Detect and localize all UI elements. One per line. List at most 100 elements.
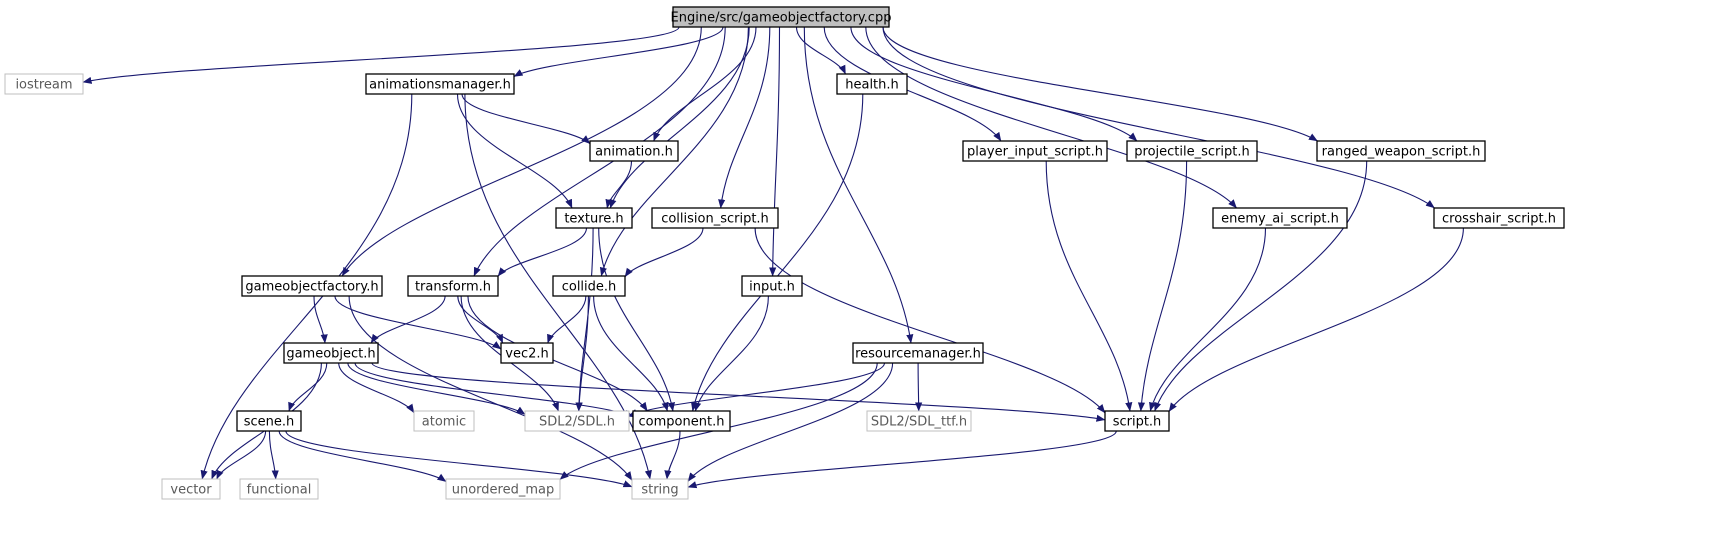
node-label: gameobject.h xyxy=(286,347,375,362)
node-box xyxy=(1433,207,1565,229)
node-root[interactable]: Engine/src/gameobjectfactory.cpp xyxy=(671,6,892,28)
edge-transform-to-vec2 xyxy=(457,295,504,344)
node-animationsmanager[interactable]: animationsmanager.h xyxy=(365,73,515,95)
edge-crosshair_script-to-script xyxy=(1168,227,1464,412)
node-label: iostream xyxy=(15,78,72,93)
edge-root-to-input xyxy=(769,26,781,277)
node-scene[interactable]: scene.h xyxy=(236,410,302,432)
node-input[interactable]: input.h xyxy=(741,275,803,297)
edge-root-to-texture xyxy=(609,26,750,209)
node-label: resourcemanager.h xyxy=(855,347,981,362)
node-label: input.h xyxy=(749,280,795,295)
node-box xyxy=(672,6,890,28)
node-label: gameobjectfactory.h xyxy=(245,280,378,295)
node-label: enemy_ai_script.h xyxy=(1221,212,1339,227)
node-projectile-script[interactable]: projectile_script.h xyxy=(1126,140,1258,162)
node-resourcemanager[interactable]: resourcemanager.h xyxy=(852,342,984,364)
edge-projectile_script-to-script xyxy=(1137,160,1188,412)
node-label: vector xyxy=(170,483,212,498)
node-box xyxy=(589,140,679,162)
node-label: collide.h xyxy=(562,280,617,295)
node-label: string xyxy=(641,483,678,498)
node-label: animation.h xyxy=(595,145,673,160)
edge-root-to-health xyxy=(795,26,847,75)
node-component[interactable]: component.h xyxy=(632,410,731,432)
node-script[interactable]: script.h xyxy=(1104,410,1170,432)
node-label: atomic xyxy=(422,415,466,430)
node-box xyxy=(4,73,84,95)
node-health[interactable]: health.h xyxy=(836,73,908,95)
node-box xyxy=(283,342,379,364)
edge-animation-to-texture xyxy=(605,160,633,209)
edge-root-to-ranged_weapon_script xyxy=(882,26,1318,142)
edge-root-to-gameobjectfactory_h xyxy=(341,26,702,277)
edge-gameobjectfactory_h-to-vec2 xyxy=(334,295,502,350)
edge-animationsmanager-to-string xyxy=(464,93,652,480)
node-texture[interactable]: texture.h xyxy=(555,207,633,229)
edge-root-to-animation xyxy=(653,26,757,142)
edge-input-to-component xyxy=(694,295,769,412)
node-label: crosshair_script.h xyxy=(1442,212,1556,227)
node-iostream: iostream xyxy=(4,73,84,95)
edge-resourcemanager-to-unordered_map xyxy=(559,362,878,480)
node-box xyxy=(632,410,731,432)
edge-transform-to-gameobject xyxy=(370,295,446,344)
node-label: vec2.h xyxy=(505,347,548,362)
node-label: health.h xyxy=(845,78,899,93)
node-label: player_input_script.h xyxy=(967,145,1103,160)
edge-root-to-collide xyxy=(599,26,749,277)
node-string: string xyxy=(631,478,689,500)
node-label: texture.h xyxy=(564,212,623,227)
edge-enemy_ai_script-to-script xyxy=(1149,227,1267,412)
edge-root-to-projectile_script xyxy=(850,26,1138,142)
edge-gameobject-to-component xyxy=(354,362,634,418)
node-collide[interactable]: collide.h xyxy=(552,275,626,297)
node-label: functional xyxy=(247,483,312,498)
edge-animationsmanager-to-texture xyxy=(456,93,573,209)
node-gameobjectfactory-h[interactable]: gameobjectfactory.h xyxy=(241,275,383,297)
edge-texture-to-component xyxy=(598,227,675,412)
node-box xyxy=(836,73,908,95)
node-box xyxy=(1104,410,1170,432)
edge-animationsmanager-to-vector xyxy=(200,93,413,480)
node-box xyxy=(161,478,221,500)
node-box xyxy=(365,73,515,95)
edge-root-to-animationsmanager xyxy=(513,26,724,77)
node-player-input-script[interactable]: player_input_script.h xyxy=(962,140,1108,162)
node-vec2[interactable]: vec2.h xyxy=(500,342,554,364)
edge-scene-to-unordered_map xyxy=(278,430,447,483)
node-box xyxy=(1316,140,1486,162)
node-box xyxy=(555,207,633,229)
node-enemy-ai-script[interactable]: enemy_ai_script.h xyxy=(1212,207,1348,229)
node-box xyxy=(407,275,499,297)
edge-collide-to-component xyxy=(593,295,669,412)
node-box xyxy=(1212,207,1348,229)
node-box xyxy=(413,410,475,432)
node-vector: vector xyxy=(161,478,221,500)
node-ranged-weapon-script[interactable]: ranged_weapon_script.h xyxy=(1316,140,1486,162)
edge-root-to-resourcemanager xyxy=(803,26,914,344)
node-animation[interactable]: animation.h xyxy=(589,140,679,162)
node-transform[interactable]: transform.h xyxy=(407,275,499,297)
edge-texture-to-transform xyxy=(497,227,588,277)
node-label: animationsmanager.h xyxy=(369,78,511,93)
edge-collision_script-to-script xyxy=(754,227,1106,414)
edge-gameobject-to-scene xyxy=(288,362,328,412)
node-collision-script[interactable]: collision_script.h xyxy=(651,207,779,229)
node-gameobject[interactable]: gameobject.h xyxy=(283,342,379,364)
node-sdl-ttf: SDL2/SDL_ttf.h xyxy=(866,410,972,432)
edge-collision_script-to-collide xyxy=(624,227,704,278)
node-functional: functional xyxy=(239,478,319,500)
node-crosshair-script[interactable]: crosshair_script.h xyxy=(1433,207,1565,229)
node-label: transform.h xyxy=(415,280,491,295)
node-box xyxy=(524,410,630,432)
dependency-edges xyxy=(82,26,1464,489)
edge-gameobjectfactory_h-to-string xyxy=(348,295,633,481)
node-label: collision_script.h xyxy=(661,212,769,227)
edge-gameobject-to-atomic xyxy=(338,362,415,414)
edge-animationsmanager-to-animation xyxy=(461,93,591,145)
edge-gameobject-to-script xyxy=(371,362,1106,422)
edge-component-to-string xyxy=(664,430,681,480)
edge-resourcemanager-to-string xyxy=(687,362,894,482)
